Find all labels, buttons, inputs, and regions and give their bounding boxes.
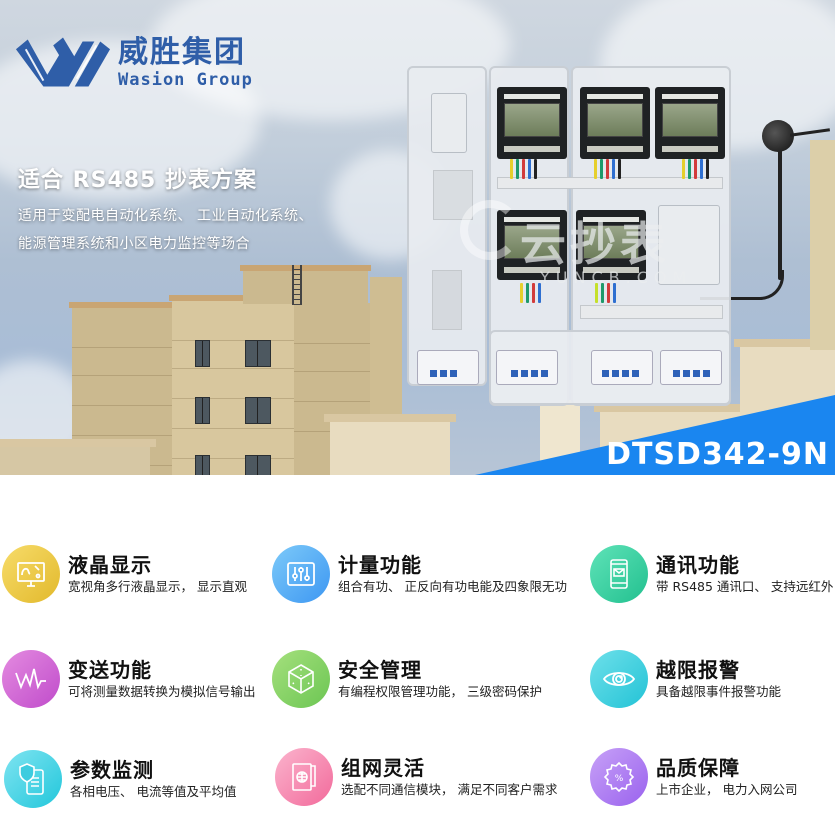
feature-desc: 宽视角多行液晶显示， 显示直观 [68, 579, 247, 594]
feature-quality-assurance: % 品质保障 上市企业， 电力入网公司 [590, 748, 797, 806]
feature-title: 组网灵活 [341, 756, 425, 780]
phone-mail-icon [590, 545, 648, 603]
brand-logo: 威胜集团 Wasion Group [14, 35, 253, 91]
sliders-icon [272, 545, 330, 603]
feature-desc: 有编程权限管理功能， 三级密码保护 [338, 684, 542, 699]
feature-desc: 上市企业， 电力入网公司 [656, 782, 798, 797]
hero-title: 适合 RS485 抄表方案 [18, 168, 258, 193]
single-phase-meter [658, 205, 720, 285]
feature-lcd-display: 液晶显示 宽视角多行液晶显示， 显示直观 [2, 545, 247, 603]
feature-title: 参数监测 [70, 758, 154, 782]
feature-security: 安全管理 有编程权限管理功能， 三级密码保护 [272, 650, 542, 708]
energy-meter [497, 87, 567, 159]
feature-title: 安全管理 [338, 658, 422, 682]
feature-title: 越限报警 [656, 658, 740, 682]
brand-name-cn: 威胜集团 [118, 35, 246, 70]
feature-title: 变送功能 [68, 658, 152, 682]
waveform-icon [2, 650, 60, 708]
feature-communication: 通讯功能 带 RS485 通讯口、 支持远红外 [590, 545, 833, 603]
globe-book-icon [275, 748, 333, 806]
watermark-en: YUNCB.COM [540, 268, 693, 287]
watermark-ring [460, 200, 520, 260]
watermark-cn: 云抄表 [520, 217, 670, 271]
feature-title: 液晶显示 [68, 553, 152, 577]
feature-metering: 计量功能 组合有功、 正反向有功电能及四象限无功 [272, 545, 567, 603]
feature-desc: 组合有功、 正反向有功电能及四象限无功 [338, 579, 567, 594]
eye-icon [590, 650, 648, 708]
feature-desc: 带 RS485 通讯口、 支持远红外 [656, 579, 834, 594]
energy-meter [580, 87, 650, 159]
feature-desc: 选配不同通信模块， 满足不同客户需求 [341, 782, 558, 797]
cube-icon [272, 650, 330, 708]
feature-transmission: 变送功能 可将测量数据转换为模拟信号输出 [2, 650, 256, 708]
svg-text:%: % [615, 774, 624, 784]
energy-meter [655, 87, 725, 159]
feature-desc: 各相电压、 电流等值及平均值 [70, 784, 237, 799]
feature-desc: 具备越限事件报警功能 [656, 684, 782, 699]
watermark: 云抄表 YUNCB.COM [460, 200, 693, 287]
brand-name-en: Wasion Group [118, 70, 253, 90]
feature-parameter-monitoring: 参数监测 各相电压、 电流等值及平均值 [4, 750, 236, 808]
feature-title: 品质保障 [656, 756, 740, 780]
energy-meter [576, 210, 646, 280]
hero-banner: 云抄表 YUNCB.COM 威胜集团 Wasion Group 适合 RS485… [0, 0, 835, 475]
wasion-logo-icon [15, 37, 111, 87]
hero-desc-line1: 适用于变配电自动化系统、 工业自动化系统、 [18, 208, 313, 224]
feature-desc: 可将测量数据转换为模拟信号输出 [68, 684, 256, 699]
feature-limit-alarm: 越限报警 具备越限事件报警功能 [590, 650, 781, 708]
monitor-map-icon [2, 545, 60, 603]
feature-title: 计量功能 [338, 553, 422, 577]
percent-badge-icon: % [590, 748, 648, 806]
feature-title: 通讯功能 [656, 553, 740, 577]
shield-phone-icon [4, 750, 62, 808]
hero-desc-line2: 能源管理系统和小区电力监控等场合 [18, 236, 250, 252]
feature-networking: 组网灵活 选配不同通信模块， 满足不同客户需求 [275, 748, 557, 806]
model-number: DTSD342-9N [606, 437, 829, 472]
